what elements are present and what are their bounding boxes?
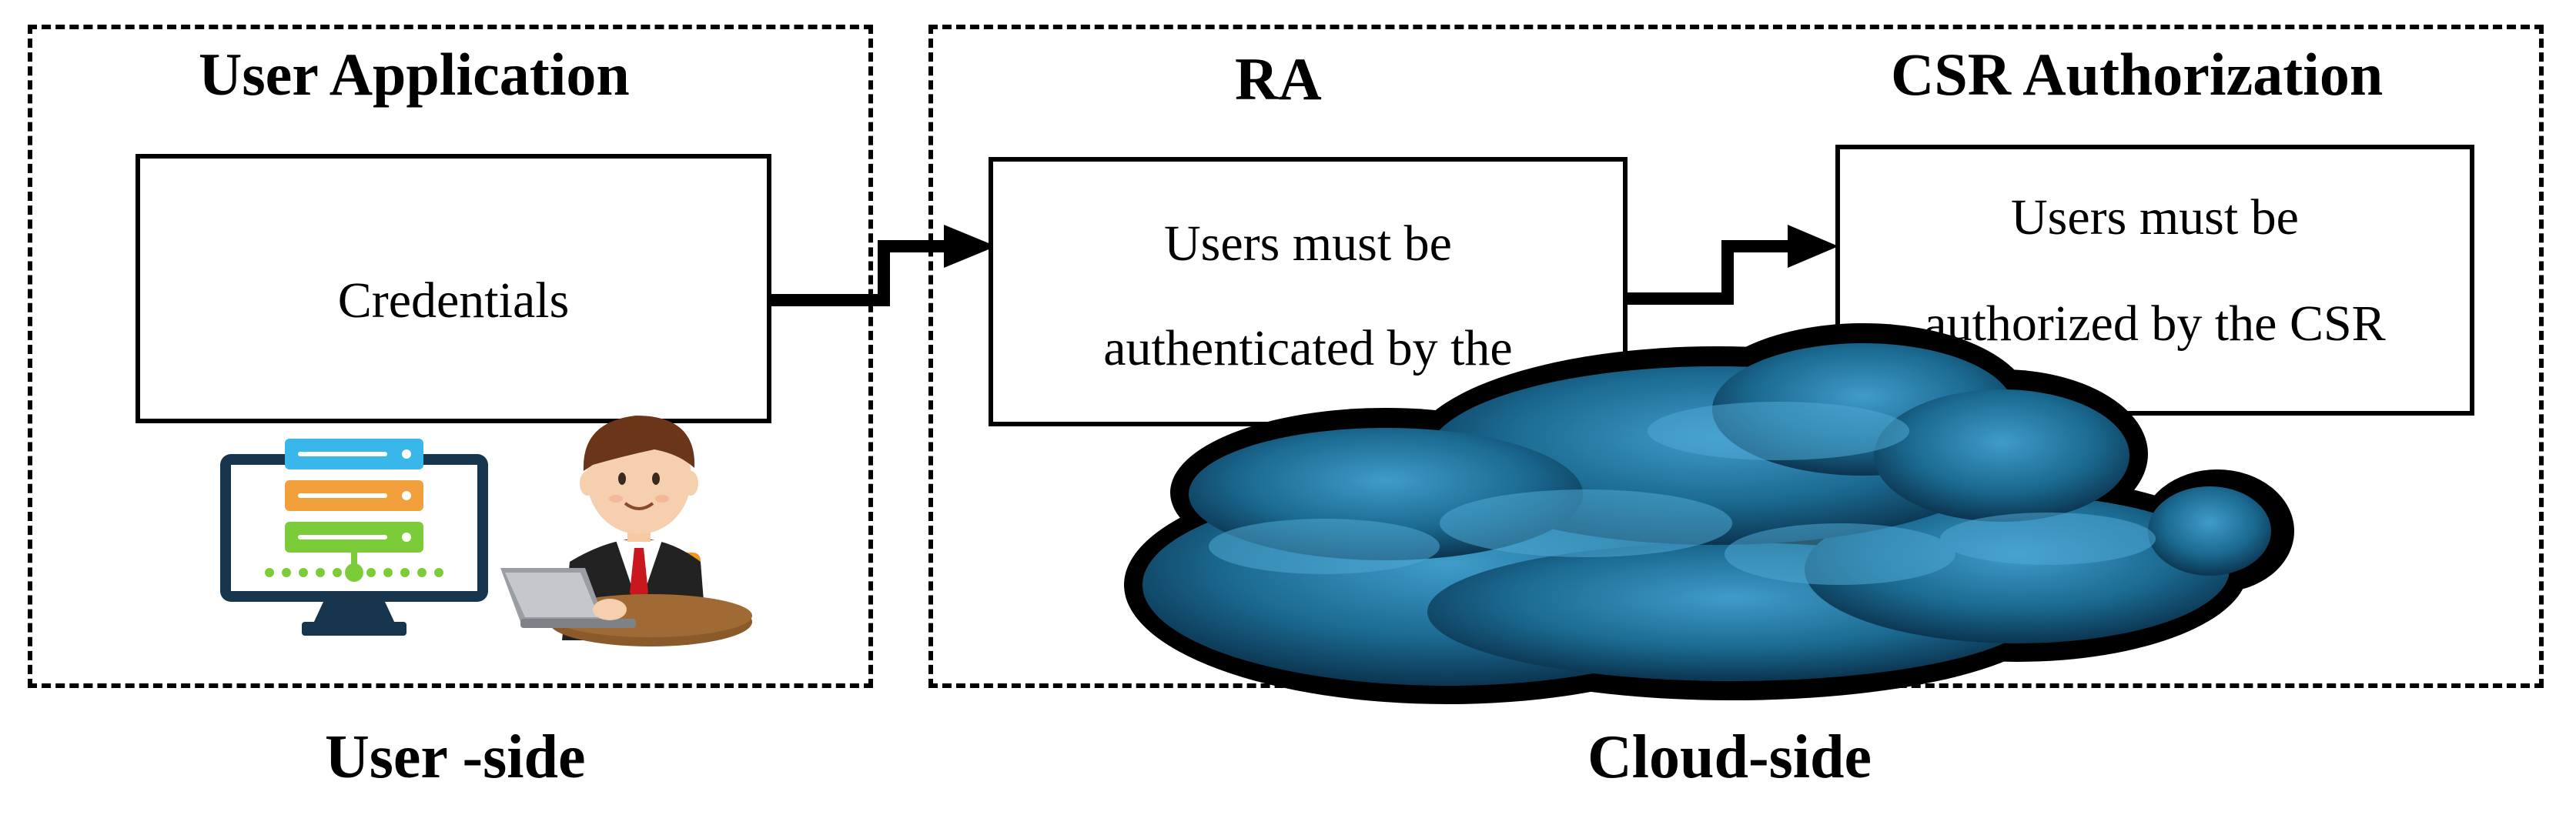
ra-box-line-1: Users must be [1164, 215, 1452, 272]
csr-authorization-heading: CSR Authorization [1891, 41, 2384, 108]
credentials-to-ra-arrow [771, 240, 950, 306]
csr-box-line-1: Users must be [2011, 189, 2299, 246]
ra-box-line-2: authenticated by the [1103, 320, 1513, 376]
credentials-label: Credentials [337, 272, 570, 329]
csr-box-line-2: authorized by the CSR [1924, 296, 2386, 352]
ra-to-csr-arrow [1626, 240, 1794, 305]
arrowhead-ra [944, 225, 996, 268]
user-side-caption: User -side [325, 723, 586, 791]
ra-heading: RA [1235, 45, 1322, 112]
arrowhead-csr [1788, 225, 1838, 268]
csr-box [1835, 145, 2474, 416]
user-side-region [28, 25, 873, 688]
cloud-side-caption: Cloud-side [1587, 723, 1872, 791]
credentials-box [135, 154, 771, 423]
ra-box [989, 157, 1628, 426]
user-application-heading: User Application [199, 41, 630, 108]
